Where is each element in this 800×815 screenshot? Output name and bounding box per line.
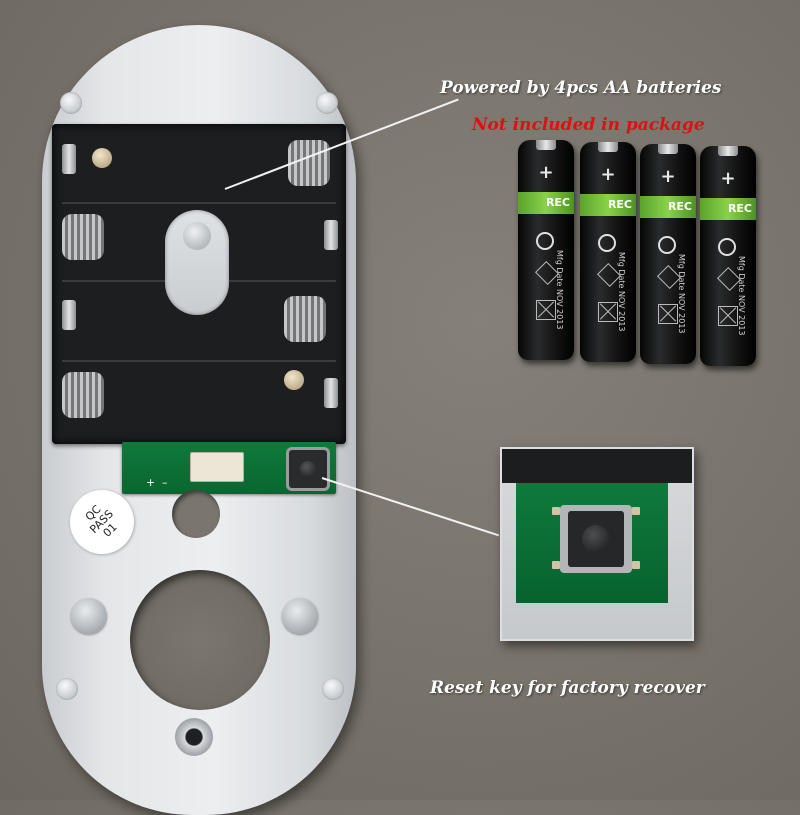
aa-battery-2: + REC Mfg Date NOV 2013 — [580, 142, 636, 362]
mounting-slot-screw — [183, 222, 211, 250]
compartment-screw-top — [92, 148, 112, 168]
battery-power-icon-4 — [718, 238, 736, 256]
aa-batteries-group: + REC Mfg Date NOV 2013 + REC Mfg Date N… — [510, 140, 780, 370]
pcb-plus-marking: + — [146, 476, 156, 489]
mount-screw-right — [282, 598, 318, 634]
crossed-bin-icon-1 — [536, 300, 556, 320]
battery-cap-1 — [536, 140, 556, 150]
battery-plus-sign-4: + — [720, 168, 736, 189]
battery-terminal-4 — [324, 378, 338, 408]
aa-battery-3: + REC Mfg Date NOV 2013 — [640, 144, 696, 364]
battery-terminal-1 — [62, 144, 76, 174]
crossed-bin-icon-4 — [718, 306, 738, 326]
battery-terminal-3 — [62, 300, 76, 330]
closeup-solder-pad-4 — [632, 561, 640, 569]
battery-power-icon-2 — [598, 234, 616, 252]
plate-corner-screw-bottom-right — [322, 678, 344, 700]
battery-band-4: REC — [700, 198, 756, 220]
battery-power-label: Powered by 4pcs AA batteries — [440, 78, 722, 98]
cable-hole — [172, 490, 220, 538]
battery-spring-3 — [284, 296, 326, 342]
battery-terminal-2 — [324, 220, 338, 250]
plate-corner-screw-top-right — [316, 92, 338, 114]
closeup-solder-pad-1 — [552, 507, 560, 515]
battery-spring-4 — [62, 372, 104, 418]
plate-corner-screw-top-left — [60, 92, 82, 114]
battery-plus-sign-3: + — [660, 166, 676, 187]
battery-power-icon-1 — [536, 232, 554, 250]
battery-cap-3 — [658, 144, 678, 154]
battery-band-1: REC — [518, 192, 574, 214]
wire-connector — [190, 452, 244, 482]
reset-key-closeup — [500, 447, 694, 641]
aa-battery-1: + REC Mfg Date NOV 2013 — [518, 140, 574, 360]
mount-screw-left — [71, 598, 107, 634]
battery-spring-2 — [62, 214, 104, 260]
pcb-minus-marking: – — [162, 476, 168, 489]
battery-power-icon-3 — [658, 236, 676, 254]
compartment-screw-bottom — [284, 370, 304, 390]
closeup-reset-button — [582, 525, 610, 553]
closeup-solder-pad-3 — [552, 561, 560, 569]
reset-key-label: Reset key for factory recover — [430, 678, 705, 698]
battery-band-3: REC — [640, 196, 696, 218]
closeup-compartment-edge — [502, 449, 692, 483]
plate-corner-screw-bottom-left — [56, 678, 78, 700]
battery-cap-4 — [718, 146, 738, 156]
spindle-hole — [130, 570, 270, 710]
closeup-solder-pad-2 — [632, 507, 640, 515]
crossed-bin-icon-3 — [658, 304, 678, 324]
reset-key-button[interactable] — [300, 461, 316, 477]
battery-plus-sign-2: + — [600, 164, 616, 185]
not-included-warning: Not included in package — [472, 115, 705, 135]
battery-band-2: REC — [580, 194, 636, 216]
battery-plus-sign-1: + — [538, 162, 554, 183]
aa-battery-4: + REC Mfg Date NOV 2013 — [700, 146, 756, 366]
battery-cap-2 — [598, 142, 618, 152]
bottom-set-screw — [175, 718, 213, 756]
crossed-bin-icon-2 — [598, 302, 618, 322]
